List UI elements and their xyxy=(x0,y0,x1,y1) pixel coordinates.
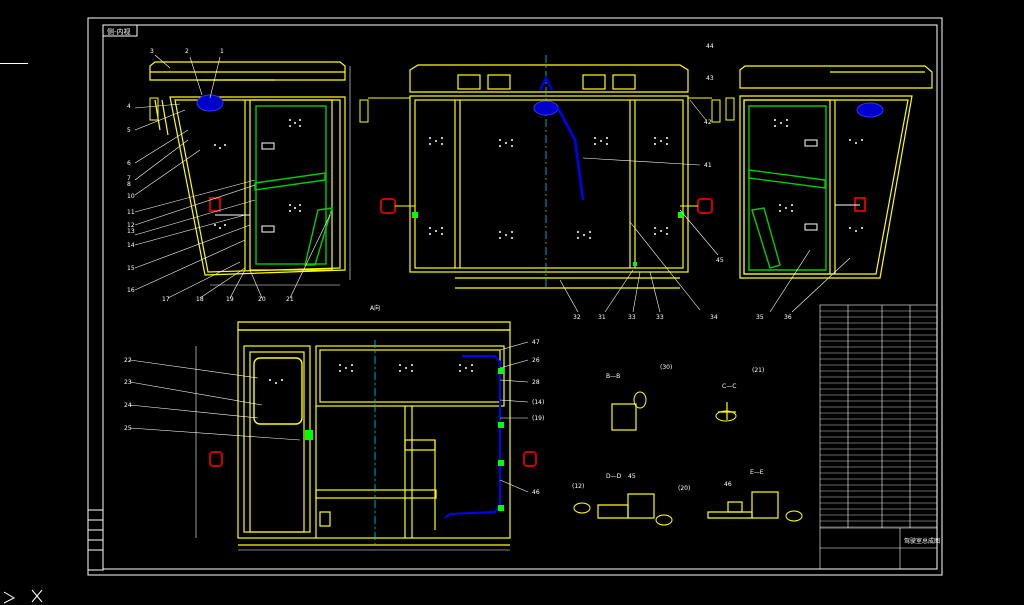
side-left-leaders xyxy=(134,54,331,299)
side-right-vents xyxy=(774,119,863,232)
svg-text:25: 25 xyxy=(124,425,132,432)
svg-text:16: 16 xyxy=(127,287,135,294)
svg-text:2: 2 xyxy=(185,48,189,55)
svg-text:(12): (12) xyxy=(572,483,584,490)
title-tag-box xyxy=(102,24,138,37)
title-tag: 侧-内视 xyxy=(107,27,131,36)
svg-text:17: 17 xyxy=(162,296,170,303)
balloons-rear: 22 23 24 25 47 26 28 (14) (19) 46 xyxy=(124,339,544,496)
rear-dims xyxy=(195,346,510,551)
svg-text:4: 4 xyxy=(127,103,131,110)
side-left-glass xyxy=(254,105,333,266)
side-view-right xyxy=(739,65,933,279)
balloons-center: 41 42 43 44 45 31 32 33 33 34 xyxy=(573,43,724,321)
svg-text:21: 21 xyxy=(286,296,294,303)
svg-text:35: 35 xyxy=(756,314,764,321)
svg-text:3: 3 xyxy=(150,48,154,55)
svg-text:11: 11 xyxy=(127,209,135,216)
rear-vents xyxy=(269,364,473,384)
svg-text:B—B: B—B xyxy=(606,373,620,380)
svg-text:(21): (21) xyxy=(752,367,764,374)
svg-text:D—D: D—D xyxy=(606,473,622,480)
svg-text:47: 47 xyxy=(532,339,540,346)
svg-text:(14): (14) xyxy=(532,399,544,406)
side-right-wiper xyxy=(856,102,884,118)
svg-text:C—C: C—C xyxy=(722,383,736,390)
svg-text:5: 5 xyxy=(127,127,131,134)
rear-glass xyxy=(253,357,303,425)
svg-text:44: 44 xyxy=(706,43,714,50)
svg-text:46: 46 xyxy=(532,489,540,496)
svg-text:42: 42 xyxy=(704,119,712,126)
svg-text:20: 20 xyxy=(258,296,266,303)
detail-welds xyxy=(573,391,803,526)
title-block-rows xyxy=(820,310,937,528)
crosshair-line xyxy=(0,63,28,64)
svg-text:(20): (20) xyxy=(678,485,690,492)
front-leaders xyxy=(559,99,719,313)
svg-text:15: 15 xyxy=(127,265,135,272)
svg-text:45: 45 xyxy=(716,257,724,264)
svg-text:45: 45 xyxy=(628,473,636,480)
side-left-mirror xyxy=(209,197,221,212)
svg-text:6: 6 xyxy=(127,160,131,167)
detail-views xyxy=(597,402,779,519)
title-block-name: 驾驶室总成图 xyxy=(904,537,940,545)
left-margin-table xyxy=(87,509,104,571)
svg-text:24: 24 xyxy=(124,402,132,409)
side-right-hinges xyxy=(804,139,860,231)
svg-text:13: 13 xyxy=(127,228,135,235)
svg-text:23: 23 xyxy=(124,379,132,386)
svg-text:8: 8 xyxy=(127,181,131,188)
svg-text:32: 32 xyxy=(573,314,581,321)
front-mirrors xyxy=(380,198,713,214)
side-left-vents xyxy=(214,119,301,229)
svg-text:28: 28 xyxy=(532,379,540,386)
svg-text:34: 34 xyxy=(710,314,718,321)
side-view-left xyxy=(149,61,346,276)
svg-text:7: 7 xyxy=(127,175,131,182)
front-vents xyxy=(429,137,668,239)
svg-text:10: 10 xyxy=(127,193,135,200)
svg-text:12: 12 xyxy=(127,222,135,229)
side-right-glass xyxy=(748,105,827,271)
svg-text:46: 46 xyxy=(724,481,732,488)
svg-text:31: 31 xyxy=(598,314,606,321)
rear-wiper-pipe xyxy=(444,355,501,519)
svg-text:36: 36 xyxy=(784,314,792,321)
side-right-leaders xyxy=(769,249,851,313)
sheet-frame-outer xyxy=(87,17,943,576)
front-side-brackets xyxy=(149,97,735,207)
balloons-right: 35 36 xyxy=(756,314,792,321)
front-wiper xyxy=(533,75,585,201)
svg-text:26: 26 xyxy=(532,357,540,364)
front-hinge-marks xyxy=(412,212,684,266)
svg-text:1: 1 xyxy=(220,48,224,55)
side-left-dims xyxy=(210,66,351,286)
side-left-wiper xyxy=(196,94,224,112)
svg-text:22: 22 xyxy=(124,357,132,364)
svg-text:43: 43 xyxy=(706,75,714,82)
svg-text:18: 18 xyxy=(196,296,204,303)
rear-view xyxy=(237,321,511,546)
svg-text:33: 33 xyxy=(656,314,664,321)
svg-text:E—E: E—E xyxy=(750,469,764,476)
svg-text:19: 19 xyxy=(226,296,234,303)
ucs-axis-icon xyxy=(3,589,43,604)
rear-mirrors xyxy=(209,451,537,467)
rear-leaders xyxy=(129,341,529,493)
rear-hinge-marks xyxy=(305,368,504,511)
svg-text:33: 33 xyxy=(628,314,636,321)
section-label: A向 xyxy=(370,304,380,312)
svg-text:(30): (30) xyxy=(660,364,672,371)
svg-text:41: 41 xyxy=(704,162,712,169)
front-view xyxy=(409,64,689,289)
svg-text:14: 14 xyxy=(127,242,135,249)
detail-labels: B—B C—C D—D E—E (30) (21) (12) (20) 45 46 xyxy=(572,364,764,492)
svg-text:(19): (19) xyxy=(532,415,544,422)
sheet-frame-inner xyxy=(102,24,938,570)
